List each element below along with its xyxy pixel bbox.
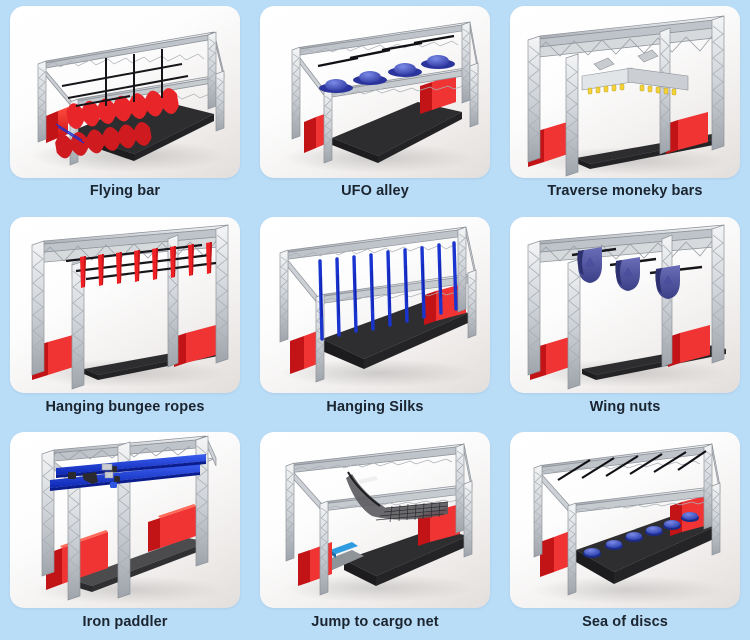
product-label: UFO alley (341, 183, 409, 199)
obstacle-hanging-silks (318, 241, 458, 341)
product-label: Iron paddler (82, 614, 168, 630)
product-image-jump-to-cargo-net[interactable] (260, 432, 490, 608)
product-cell-traverse-moneky-bars[interactable]: Traverse moneky bars (500, 0, 750, 210)
product-image-wing-nuts[interactable] (510, 217, 740, 393)
product-cell-ufo-alley[interactable]: UFO alley (250, 0, 500, 210)
cross-bars (61, 49, 189, 107)
truss-frame (293, 21, 479, 100)
accent-line (55, 123, 85, 144)
truss-columns (527, 15, 725, 177)
product-image-sea-of-discs[interactable] (510, 432, 740, 608)
obstacle-traverse-plank (581, 49, 689, 96)
truss-frame (33, 224, 229, 276)
product-image-ufo-alley[interactable] (260, 6, 490, 178)
product-label: Hanging bungee ropes (45, 399, 205, 415)
product-label: Traverse moneky bars (547, 183, 703, 199)
obstacle-cargo-net (346, 471, 449, 523)
obstacle-iron-rails (50, 454, 206, 491)
obstacle-wave-rails (55, 88, 179, 159)
product-image-traverse-moneky-bars[interactable] (510, 6, 740, 178)
floor-mat (332, 102, 462, 163)
cross-bars (557, 450, 707, 481)
product-cell-jump-to-cargo-net[interactable]: Jump to cargo net (250, 425, 500, 640)
obstacle-wing-nuts (577, 247, 680, 299)
product-cell-flying-bar[interactable]: Flying bar (0, 0, 250, 210)
safety-pad-back (174, 325, 216, 367)
truss-frame (287, 443, 473, 512)
product-label: Jump to cargo net (311, 614, 439, 630)
ground-shadow (280, 359, 476, 387)
cross-bars (65, 243, 217, 281)
product-image-flying-bar[interactable] (10, 6, 240, 178)
truss-columns (285, 443, 473, 596)
obstacle-floor-discs (583, 512, 699, 558)
product-cell-sea-of-discs[interactable]: Sea of discs (500, 425, 750, 640)
product-cell-wing-nuts[interactable]: Wing nuts (500, 210, 750, 425)
product-image-hanging-bungee-ropes[interactable] (10, 217, 240, 393)
product-label: Wing nuts (589, 399, 661, 415)
product-cell-iron-paddler[interactable]: Iron paddler (0, 425, 250, 640)
product-cell-hanging-bungee-ropes[interactable]: Hanging bungee ropes (0, 210, 250, 425)
safety-pad-back (420, 74, 456, 114)
product-label: Flying bar (89, 183, 161, 199)
truss-frame (39, 31, 225, 109)
product-label: Sea of discs (582, 614, 668, 630)
ground-shadow (282, 574, 474, 602)
truss-columns (533, 443, 721, 596)
strap-shading (84, 242, 212, 287)
product-label: Hanging Silks (326, 399, 424, 415)
product-image-hanging-silks[interactable] (260, 217, 490, 393)
truss-frame (529, 224, 725, 264)
truss-frame (529, 15, 725, 67)
safety-pad-back (148, 504, 196, 552)
ground-shadow (532, 576, 724, 604)
safety-pad-front (540, 531, 570, 577)
product-image-iron-paddler[interactable] (10, 432, 240, 608)
product-cell-hanging-silks[interactable]: Hanging Silks (250, 210, 500, 425)
truss-columns (291, 21, 479, 164)
obstacle-hanging-discs (319, 55, 455, 93)
cross-bars (317, 34, 455, 68)
